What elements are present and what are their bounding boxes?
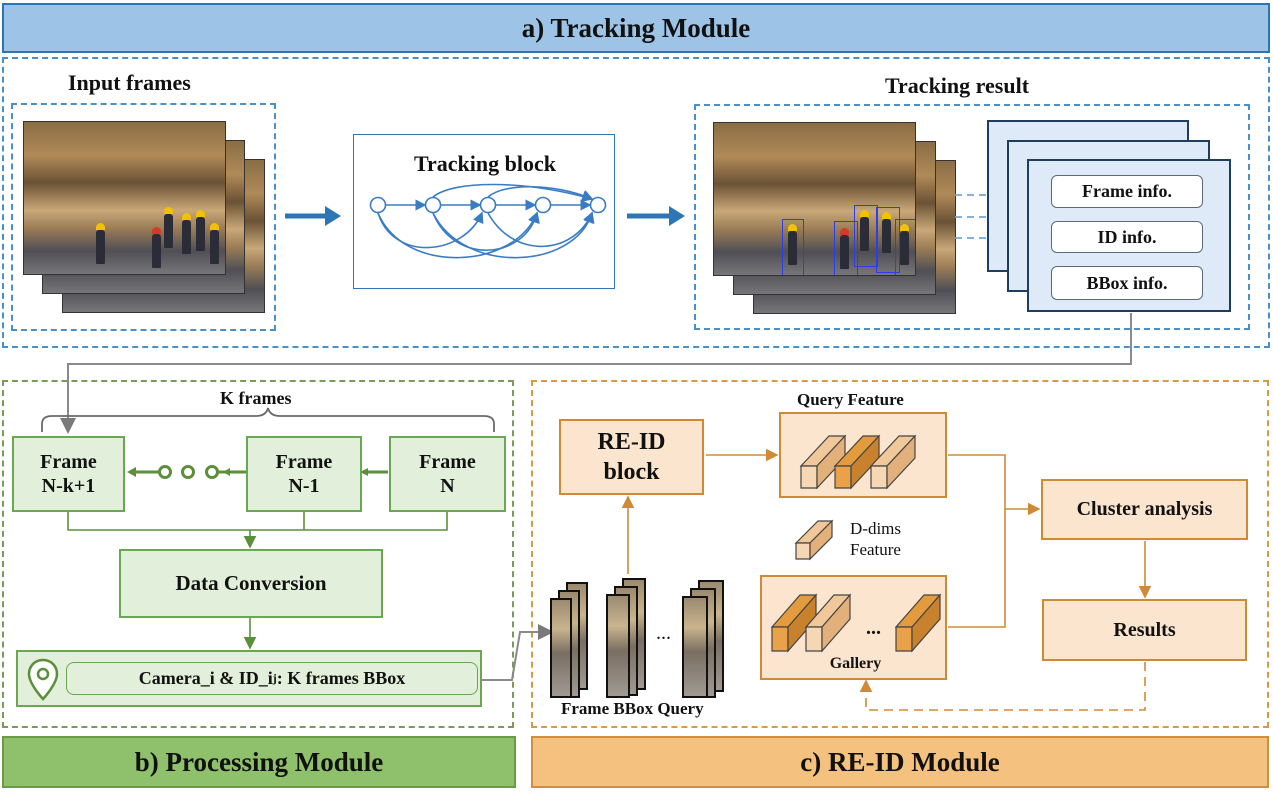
reid-block-line2: block [603, 459, 660, 485]
tracking-result-box [694, 104, 1250, 330]
frame-n-k-plus-1: Frame N-k+1 [12, 436, 125, 512]
processing-region [2, 380, 514, 728]
gallery-ellipsis: ... [866, 617, 881, 639]
tracking-region [2, 57, 1270, 348]
input-frames-box [11, 103, 276, 331]
tracking-module-label: a) Tracking Module [521, 12, 751, 43]
results-box: Results [1042, 599, 1247, 661]
worker-figure [882, 212, 891, 253]
reid-module-label: c) RE-ID Module [800, 746, 1000, 777]
query-feature-bars [799, 434, 917, 490]
location-pin-icon [27, 658, 59, 701]
worker-figure [96, 223, 105, 264]
worker-figure [210, 223, 219, 264]
frame-label: Frame [419, 451, 476, 473]
query-feature-box [779, 412, 947, 498]
reid-block: RE-ID block [559, 419, 704, 495]
frame-index: N-k+1 [41, 475, 96, 497]
detection-bbox [895, 219, 915, 275]
query-feature-label: Query Feature [797, 390, 904, 409]
frame-index: N [440, 475, 455, 497]
d-dims-line1: D-dims [850, 519, 901, 538]
camera-bbox-suffix: : K frames BBox [276, 668, 406, 688]
k-frames-label: K frames [220, 388, 292, 408]
tracking-block: Tracking block [353, 134, 615, 289]
gallery-label: Gallery [829, 655, 882, 672]
worker-figure [152, 227, 161, 268]
flow-arrow-input-to-block [285, 206, 341, 226]
tracking-block-label: Tracking block [413, 151, 556, 176]
detection-bbox [782, 219, 804, 275]
frame-n-minus-1: Frame N-1 [246, 436, 362, 512]
tracking-module-title: a) Tracking Module [2, 3, 1270, 53]
tracking-result-label: Tracking result [885, 73, 1030, 98]
camera-bbox-subscript: j [272, 671, 277, 685]
processing-module-label: b) Processing Module [134, 746, 384, 777]
worker-figure [788, 224, 797, 265]
worker-figure [860, 210, 869, 251]
d-dims-line2: Feature [850, 540, 901, 560]
frame-info-pill: Frame info. [1051, 175, 1203, 208]
detection-bbox [834, 221, 858, 275]
query-crop [550, 598, 572, 698]
reid-module-title: c) RE-ID Module [531, 736, 1269, 788]
frame-label: Frame [275, 451, 333, 473]
d-dims-feature-icon [794, 519, 834, 561]
query-ellipsis: ... [656, 622, 671, 644]
frame-index: N-1 [288, 475, 320, 497]
worker-figure [182, 213, 191, 254]
gallery-box: ... Gallery [760, 575, 947, 680]
camera-bbox-text: Camera_i & ID_i [138, 668, 273, 688]
frame-bbox-query-label: Frame BBox Query [561, 699, 704, 718]
worker-figure [164, 207, 173, 248]
processing-module-title: b) Processing Module [2, 736, 516, 788]
bbox-info-pill: BBox info. [1051, 266, 1203, 300]
frame-n: Frame N [389, 436, 506, 512]
cluster-analysis-box: Cluster analysis [1041, 479, 1248, 540]
tracking-graph [369, 183, 607, 259]
worker-figure [196, 210, 205, 251]
frame-label: Frame [40, 451, 97, 473]
flow-arrow-block-to-result [627, 206, 685, 226]
detection-bbox [876, 207, 900, 273]
id-info-pill: ID info. [1051, 221, 1203, 253]
query-crop [682, 596, 708, 698]
gallery-bars [770, 593, 942, 653]
query-crop [606, 594, 630, 698]
input-frame-front [23, 121, 226, 275]
worker-figure [840, 228, 849, 269]
data-conversion-box: Data Conversion [119, 549, 383, 618]
reid-region [531, 380, 1269, 728]
worker-figure [900, 224, 909, 265]
input-frames-label: Input frames [68, 70, 191, 95]
d-dims-label: D-dims Feature [850, 518, 901, 561]
result-frame-front [713, 122, 916, 276]
info-card-front: Frame info. ID info. BBox info. [1027, 159, 1231, 312]
detection-bbox [854, 205, 878, 267]
reid-block-line1: RE-ID [597, 429, 666, 455]
